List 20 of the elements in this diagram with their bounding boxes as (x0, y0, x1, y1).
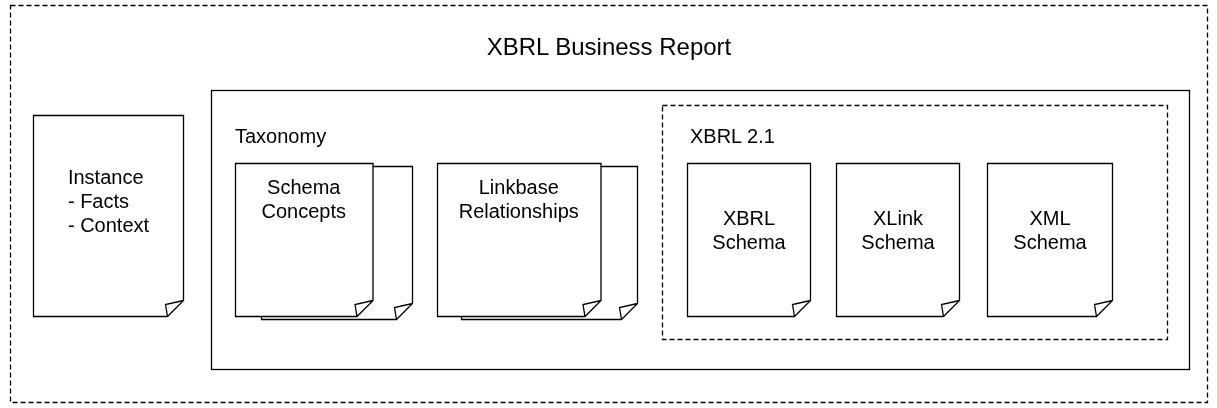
document-label: Instance (67, 165, 145, 189)
document-label: XBRL Schema (711, 206, 787, 254)
dashed-group-frame (662, 105, 1168, 340)
dashed-group-frame (10, 5, 1208, 403)
group-label: XBRL Business Report (485, 33, 733, 61)
document-label: - Context (67, 213, 150, 237)
document-shape (33, 115, 184, 317)
document-shape (987, 163, 1113, 317)
document-label: XML Schema (1012, 206, 1088, 254)
group-frame (211, 90, 1190, 370)
document-label: XLink Schema (860, 206, 936, 254)
document-label: Linkbase Relationships (457, 175, 580, 223)
document-shape (687, 163, 811, 317)
document-shape (836, 163, 960, 317)
document-stack-shape (235, 163, 413, 320)
document-label: Schema Concepts (260, 175, 347, 223)
document-label: - Facts (67, 189, 131, 213)
document-stack-shape (437, 163, 638, 320)
group-label: Taxonomy (235, 124, 327, 148)
group-label: XBRL 2.1 (690, 124, 775, 148)
